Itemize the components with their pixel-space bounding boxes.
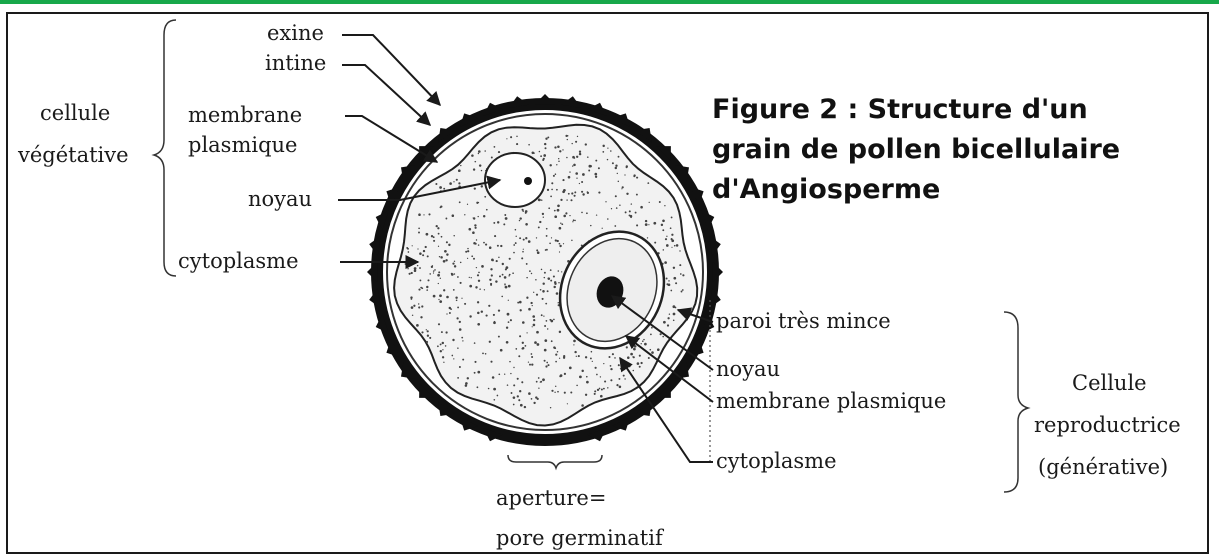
figure-title: Figure 2 : Structure d'un grain de polle…	[712, 90, 1182, 210]
label-cellule-repro-1: Cellule	[1072, 371, 1147, 395]
label-membrane-2: plasmique	[188, 133, 297, 157]
label-cytoplasme-generatif: cytoplasme	[716, 449, 837, 473]
label-cellule-repro-3: (générative)	[1038, 455, 1168, 479]
label-membrane-generative: membrane plasmique	[716, 389, 946, 413]
title-line-1: Figure 2 : Structure d'un	[712, 90, 1182, 130]
label-intine: intine	[265, 51, 326, 75]
label-aperture-1: aperture=	[496, 486, 606, 510]
label-noyau-vegetatif: noyau	[248, 187, 312, 211]
title-line-2: grain de pollen bicellulaire	[712, 130, 1182, 170]
brace-reproductrice	[1004, 312, 1028, 492]
label-paroi: paroi très mince	[716, 309, 891, 333]
vegetative-nucleus	[485, 153, 545, 207]
label-noyau-generatif: noyau	[716, 357, 780, 381]
vegetative-nucleolus	[524, 177, 532, 185]
brace-vegetative	[154, 20, 176, 276]
label-cellule-vegetative-1: cellule	[40, 101, 110, 125]
label-aperture-2: pore germinatif	[496, 526, 665, 550]
title-line-3: d'Angiosperme	[712, 170, 1182, 210]
label-exine: exine	[267, 21, 324, 45]
label-cytoplasme-vegetatif: cytoplasme	[178, 249, 299, 273]
brace-aperture	[508, 455, 602, 468]
label-membrane-1: membrane	[188, 103, 302, 127]
label-cellule-repro-2: reproductrice	[1034, 413, 1181, 437]
label-cellule-vegetative-2: végétative	[17, 143, 129, 167]
